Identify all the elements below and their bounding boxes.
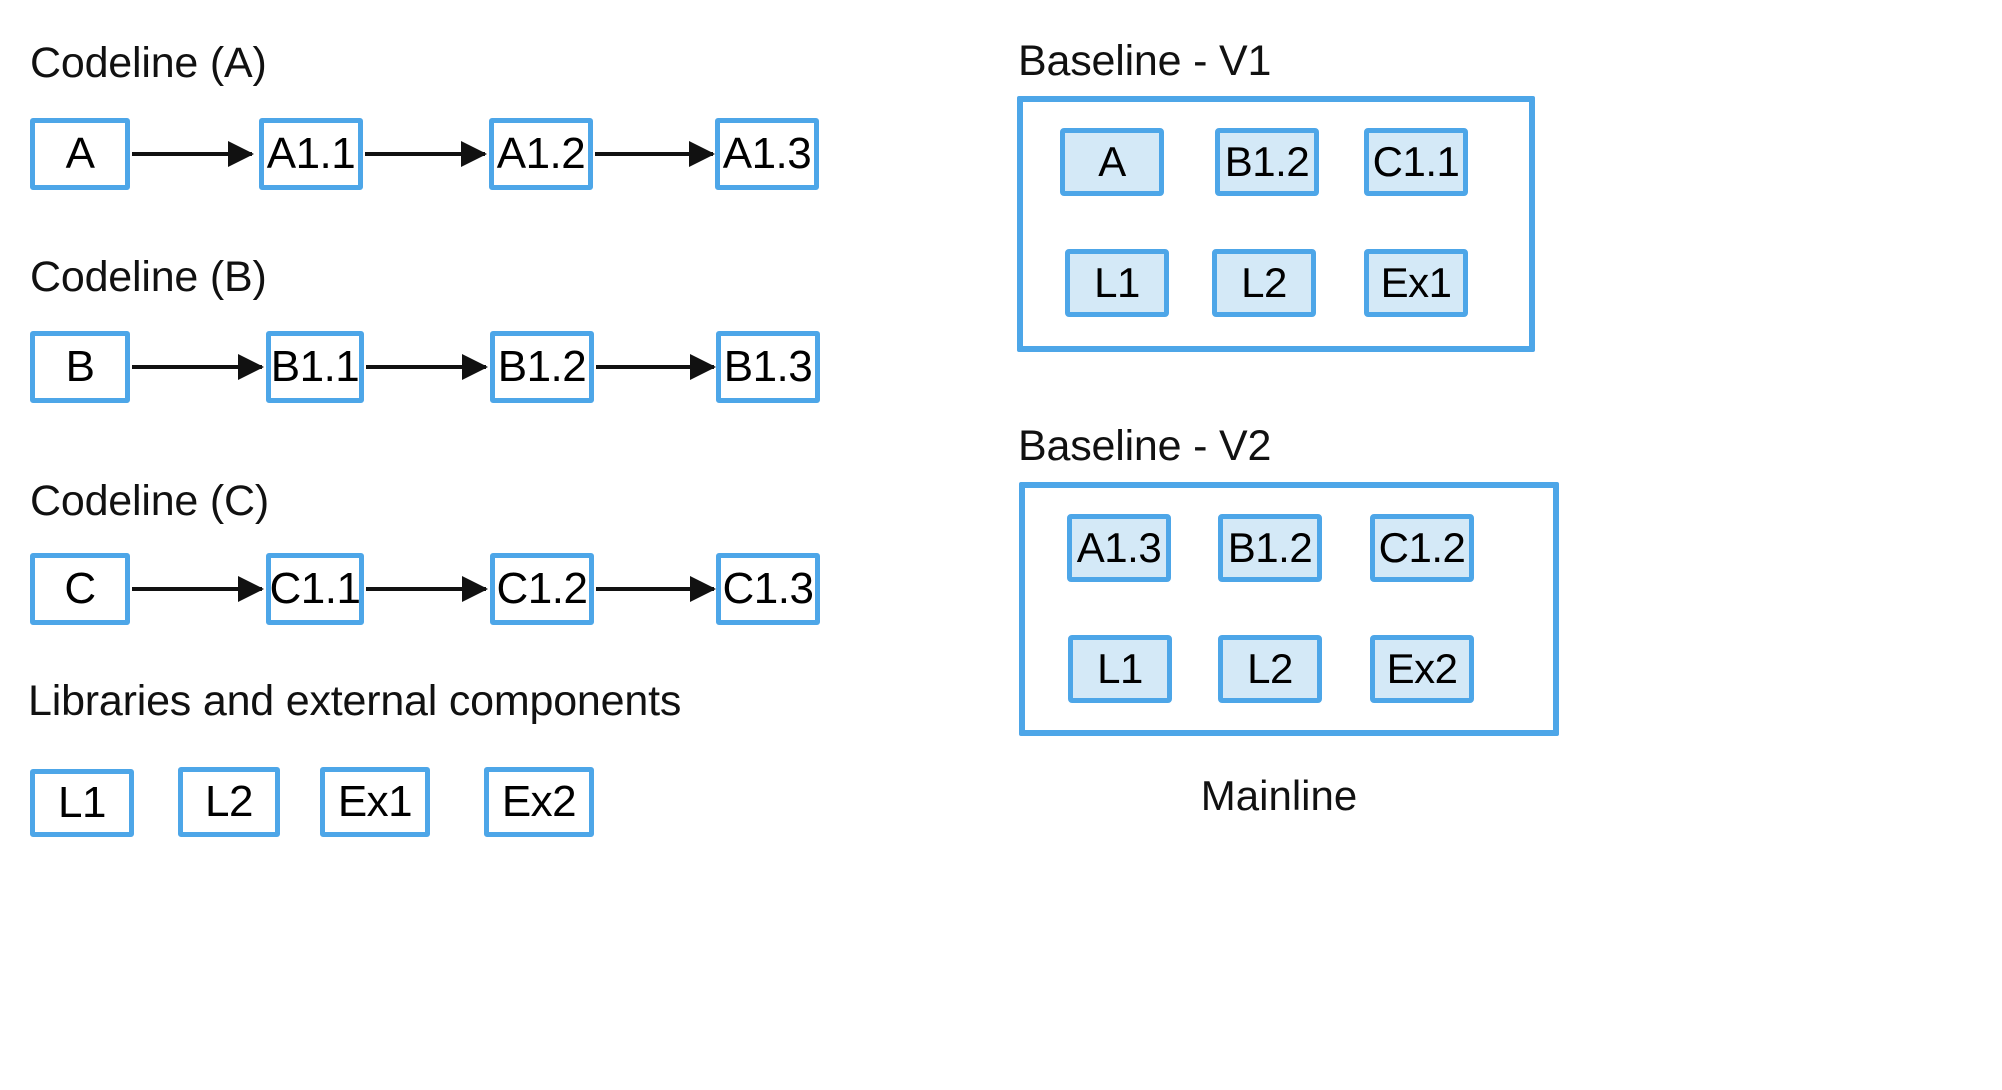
codeline-a-heading: Codeline (A): [30, 39, 267, 87]
node-label: A: [65, 129, 95, 178]
library-item-1[interactable]: L2: [178, 767, 280, 837]
arrow-a-0-1: [132, 152, 252, 156]
libraries-heading: Libraries and external components: [28, 677, 682, 725]
codeline-b-node-0[interactable]: B: [30, 331, 130, 403]
library-item-2[interactable]: Ex1: [320, 767, 430, 837]
library-label: Ex2: [501, 777, 577, 826]
codeline-b-node-1[interactable]: B1.1: [266, 331, 364, 403]
node-label: C1.2: [496, 564, 588, 613]
codeline-a-node-2[interactable]: A1.2: [489, 118, 593, 190]
mainline-caption: Mainline: [1200, 772, 1358, 819]
node-label: C1.3: [722, 564, 814, 613]
chip-label: L2: [1247, 645, 1293, 692]
chip-label: L1: [1094, 259, 1140, 306]
arrow-c-2-3: [596, 587, 714, 591]
library-item-0[interactable]: L1: [30, 769, 134, 837]
baseline-v2-title: Baseline - V2: [1018, 422, 1272, 470]
baseline-v2-item-5[interactable]: Ex2: [1370, 635, 1474, 703]
chip-label: C1.2: [1378, 524, 1466, 571]
baseline-v1-item-5[interactable]: Ex1: [1364, 249, 1468, 317]
baseline-v1-item-4[interactable]: L2: [1212, 249, 1316, 317]
codeline-c-node-0[interactable]: C: [30, 553, 130, 625]
arrow-c-0-1: [132, 587, 262, 591]
codeline-c-node-3[interactable]: C1.3: [716, 553, 820, 625]
baseline-v2-item-4[interactable]: L2: [1218, 635, 1322, 703]
library-label: L2: [205, 777, 253, 826]
baseline-v2-item-1[interactable]: B1.2: [1218, 514, 1322, 582]
codeline-b-node-2[interactable]: B1.2: [490, 331, 594, 403]
chip-label: L1: [1097, 645, 1143, 692]
chip-label: B1.2: [1224, 138, 1310, 185]
node-label: A1.3: [722, 129, 812, 178]
codeline-b-node-3[interactable]: B1.3: [716, 331, 820, 403]
baseline-v1-item-0[interactable]: A: [1060, 128, 1164, 196]
chip-label: C1.1: [1372, 138, 1460, 185]
node-label: B: [65, 342, 95, 391]
baseline-v2-item-0[interactable]: A1.3: [1067, 514, 1171, 582]
library-label: Ex1: [337, 777, 413, 826]
node-label: C: [64, 564, 96, 613]
codeline-c-node-2[interactable]: C1.2: [490, 553, 594, 625]
codeline-a-node-1[interactable]: A1.1: [259, 118, 363, 190]
node-label: B1.2: [497, 342, 587, 391]
baseline-v2-item-2[interactable]: C1.2: [1370, 514, 1474, 582]
chip-label: A: [1098, 138, 1126, 185]
arrow-c-1-2: [366, 587, 486, 591]
node-label: C1.1: [269, 564, 361, 613]
chip-label: B1.2: [1227, 524, 1313, 571]
baseline-v1-item-3[interactable]: L1: [1065, 249, 1169, 317]
arrow-b-2-3: [596, 365, 714, 369]
arrow-b-1-2: [366, 365, 486, 369]
codeline-c-heading: Codeline (C): [30, 477, 269, 525]
codeline-a-node-3[interactable]: A1.3: [715, 118, 819, 190]
arrow-b-0-1: [132, 365, 262, 369]
library-item-3[interactable]: Ex2: [484, 767, 594, 837]
arrow-a-2-3: [595, 152, 713, 156]
node-label: A1.1: [266, 129, 356, 178]
node-label: B1.3: [723, 342, 813, 391]
codeline-b-heading: Codeline (B): [30, 253, 267, 301]
codeline-c-node-1[interactable]: C1.1: [266, 553, 364, 625]
arrow-a-1-2: [365, 152, 485, 156]
node-label: A1.2: [496, 129, 586, 178]
baseline-v1-item-2[interactable]: C1.1: [1364, 128, 1468, 196]
codeline-a-node-0[interactable]: A: [30, 118, 130, 190]
chip-label: L2: [1241, 259, 1287, 306]
chip-label: A1.3: [1076, 524, 1162, 571]
library-label: L1: [58, 778, 106, 827]
baseline-v1-title: Baseline - V1: [1018, 37, 1272, 85]
chip-label: Ex1: [1380, 259, 1452, 306]
node-label: B1.1: [270, 342, 360, 391]
baseline-v1-item-1[interactable]: B1.2: [1215, 128, 1319, 196]
chip-label: Ex2: [1386, 645, 1458, 692]
baseline-v2-item-3[interactable]: L1: [1068, 635, 1172, 703]
